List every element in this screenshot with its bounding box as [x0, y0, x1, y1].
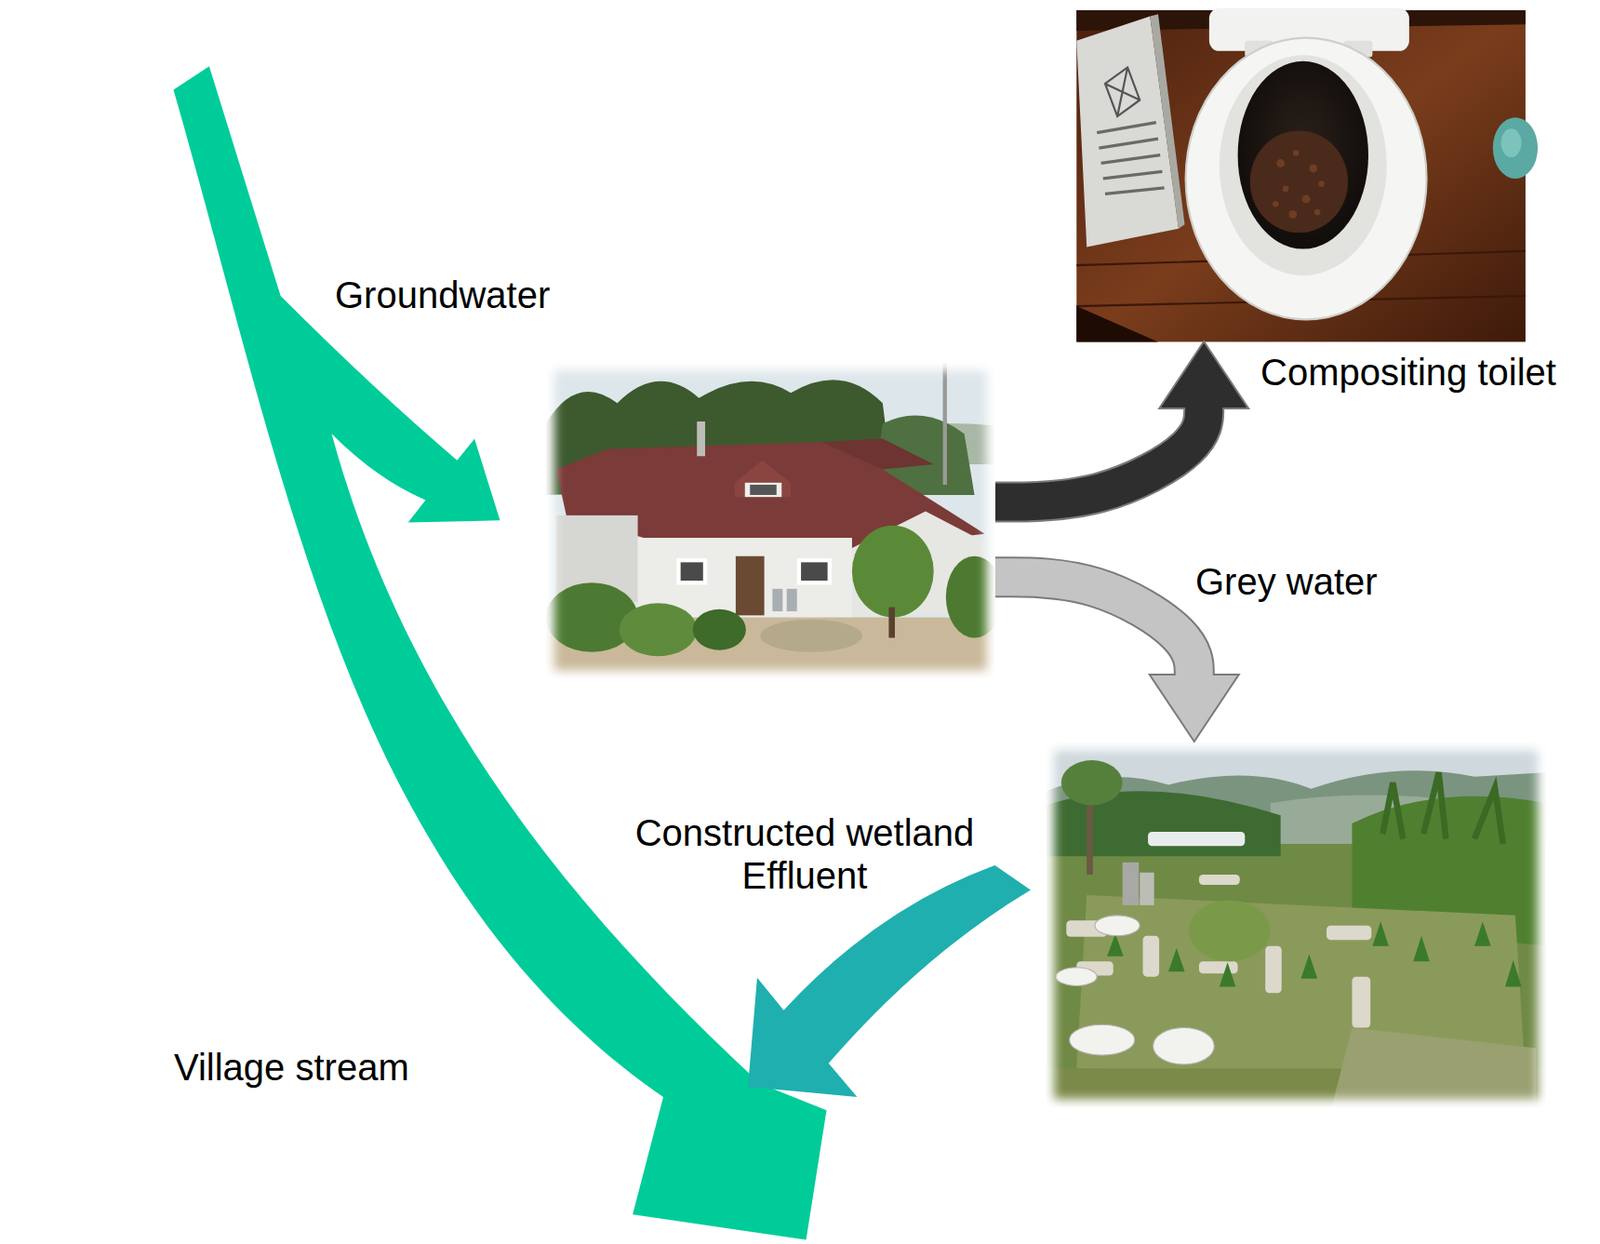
- flow-label: Groundwater: [334, 273, 550, 317]
- house-photo: [797, 558, 832, 586]
- toilet-photo: [1276, 159, 1285, 168]
- house-photo: [735, 556, 765, 616]
- toilet-photo: [1272, 149, 1325, 218]
- toilet-photo: [1186, 38, 1427, 320]
- effluent-arrow: [747, 865, 1031, 1097]
- wetland-photo: [1153, 1026, 1215, 1064]
- wetland-photo: [1382, 772, 1503, 844]
- wetland-photo: [1168, 947, 1186, 972]
- toilet-photo: [1288, 210, 1297, 219]
- toilet-photo: [1238, 61, 1369, 250]
- house-photo: [800, 561, 828, 581]
- toilet-photo: [1501, 128, 1522, 158]
- house-photo: [619, 602, 697, 656]
- toilet-photo: [1076, 16, 1179, 248]
- wetland-photo: [1106, 933, 1124, 957]
- label-holder: Groundwater: [334, 273, 550, 317]
- flow-arrow: [995, 341, 1249, 503]
- wetland-photo: [1139, 872, 1154, 906]
- wetland-photo: [1199, 874, 1240, 885]
- wetland-photo: [1143, 935, 1160, 977]
- photo-frame: [546, 361, 996, 679]
- wetland-photo: [1505, 960, 1522, 987]
- wetland-photo: [1332, 1026, 1536, 1107]
- house-photo: [946, 556, 1003, 639]
- wetland-photo: [1265, 946, 1282, 993]
- wetland-photo: [1326, 925, 1372, 940]
- wetland-photo: [1069, 1024, 1135, 1055]
- toilet-photo: [1250, 130, 1348, 233]
- arrow-head: [1149, 674, 1240, 742]
- toilet-photo: [1105, 66, 1140, 117]
- wetland-photo: [1301, 954, 1319, 979]
- wetland-photo: [1413, 935, 1430, 961]
- toilet-photo: [1318, 180, 1325, 187]
- wetland-photo: [1372, 920, 1389, 946]
- wetland-photo: [1147, 831, 1245, 846]
- label-holder: Village stream: [173, 1045, 410, 1089]
- toilet-photo: [1096, 122, 1164, 195]
- wetland-photo: [1055, 967, 1097, 987]
- flow-label: Village stream: [173, 1045, 410, 1089]
- arrow-head: [1159, 341, 1249, 409]
- house-photo: [680, 561, 704, 581]
- house-photo: [745, 482, 782, 497]
- heading-holder: Compositing toilet: [1260, 350, 1557, 394]
- arrow-shaft: [995, 576, 1195, 679]
- photo-frame: [1045, 741, 1547, 1107]
- arrow-outline: [995, 404, 1204, 503]
- photo-frame: Compositing toilet: [1076, 10, 1526, 342]
- house-photo: [943, 361, 947, 485]
- house-photo: [852, 525, 934, 618]
- wetland-photo: [1094, 915, 1140, 936]
- toilet-photo: [1314, 209, 1321, 216]
- wetland-photo: [1122, 862, 1140, 906]
- house-photo: [749, 484, 777, 495]
- wetland-photo: [1351, 976, 1371, 1028]
- wetland-photo: [1188, 899, 1271, 961]
- label-holder: Constructed wetland Effluent: [618, 811, 991, 897]
- house-photo: [693, 609, 747, 651]
- wetland-photo: [1474, 920, 1492, 946]
- house-photo: [760, 619, 863, 653]
- wetland-photo: [1106, 920, 1521, 987]
- toilet-photo: [1272, 200, 1280, 208]
- toilet-photo: [1076, 8, 1538, 343]
- toilet-photo: [1282, 186, 1290, 193]
- house-photo: [696, 421, 706, 456]
- wetland-photo: [1045, 741, 1547, 1107]
- house-photo: [888, 607, 895, 639]
- house-photo: [546, 361, 996, 679]
- photo-caption: Compositing toilet: [1260, 350, 1557, 394]
- wetland-photo: [1199, 960, 1239, 974]
- house-photo: [786, 588, 798, 612]
- toilet-photo: [1493, 117, 1538, 179]
- edge-label: Grey water: [1195, 560, 1378, 603]
- toilet-photo: [1308, 164, 1318, 174]
- arrow-shaft: [995, 404, 1204, 503]
- wetland-photo: [1066, 874, 1372, 1028]
- house-photo: [772, 588, 783, 612]
- wetland-photo: [1219, 961, 1237, 987]
- house-photo: [734, 460, 791, 497]
- edge-label-holder: Grey water: [1195, 560, 1378, 603]
- house-photo: [546, 361, 1003, 679]
- toilet-photo: [1076, 10, 1526, 342]
- toilet-photo: [1219, 54, 1387, 276]
- flow-label: Constructed wetland Effluent: [618, 811, 991, 897]
- house-photo: [676, 558, 707, 586]
- arrow-outline: [995, 576, 1195, 679]
- toilet-photo: [1293, 149, 1300, 157]
- toilet-photo: [1076, 306, 1159, 342]
- wetland-photo: [1045, 741, 1547, 1107]
- house-photo: [821, 439, 934, 470]
- wetland-photo: [1045, 741, 1547, 1107]
- wetland-photo: [1061, 760, 1123, 805]
- toilet-photo: [1302, 194, 1311, 203]
- house-photo: [546, 361, 1003, 679]
